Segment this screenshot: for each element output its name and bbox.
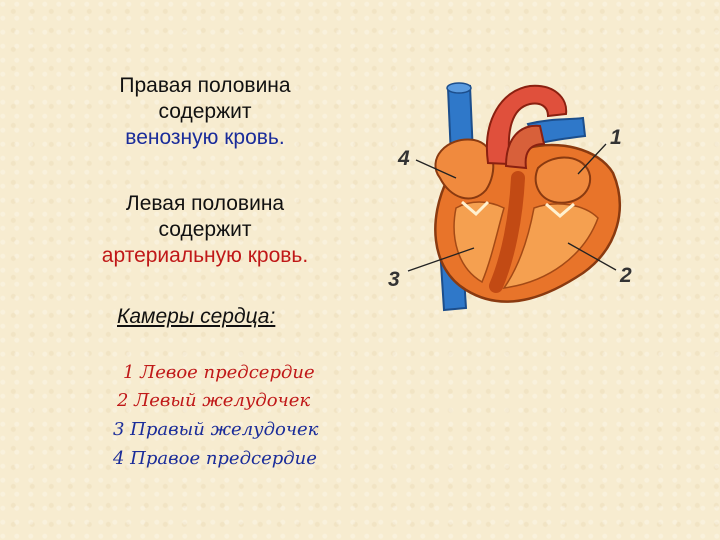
- diagram-label-1: 1: [610, 126, 622, 149]
- right-half-line3: венозную кровь.: [125, 126, 285, 149]
- vena-cava-opening: [446, 82, 472, 94]
- left-atrium: [534, 156, 592, 204]
- pointer-line-1: [577, 143, 607, 175]
- mitral-valve: [545, 202, 575, 218]
- chambers-title: Камеры сердца:: [117, 305, 276, 328]
- tricuspid-valve: [461, 200, 490, 217]
- pulmonary-trunk: [504, 124, 546, 170]
- diagram-label-4: 4: [398, 147, 410, 170]
- chamber-item-2: 2 Левый желудочек: [117, 390, 311, 411]
- chamber-item-1: 1 Левое предсердие: [123, 362, 315, 383]
- left-half-line2: содержит: [158, 218, 252, 241]
- chamber-item-3: 3 Правый желудочек: [113, 419, 319, 440]
- right-half-text: Правая половина содержит венозную кровь.: [0, 73, 410, 151]
- septum: [489, 171, 525, 293]
- right-half-line2: содержит: [158, 100, 252, 123]
- left-half-line1: Левая половина: [125, 192, 285, 215]
- pointer-line-2: [567, 242, 617, 271]
- chamber-item-4: 4 Правое предсердие: [113, 448, 317, 469]
- aorta: [485, 84, 568, 166]
- diagram-label-3: 3: [388, 268, 400, 291]
- left-half-text: Левая половина содержит артериальную кро…: [0, 191, 410, 269]
- left-half-line3: артериальную кровь.: [101, 244, 309, 267]
- diagram-label-2: 2: [620, 264, 632, 287]
- right-ventricle: [453, 201, 505, 284]
- pointer-line-4: [415, 159, 457, 179]
- right-half-line1: Правая половина: [119, 74, 291, 97]
- pointer-line-3: [407, 247, 475, 272]
- heart-diagram: [407, 82, 621, 312]
